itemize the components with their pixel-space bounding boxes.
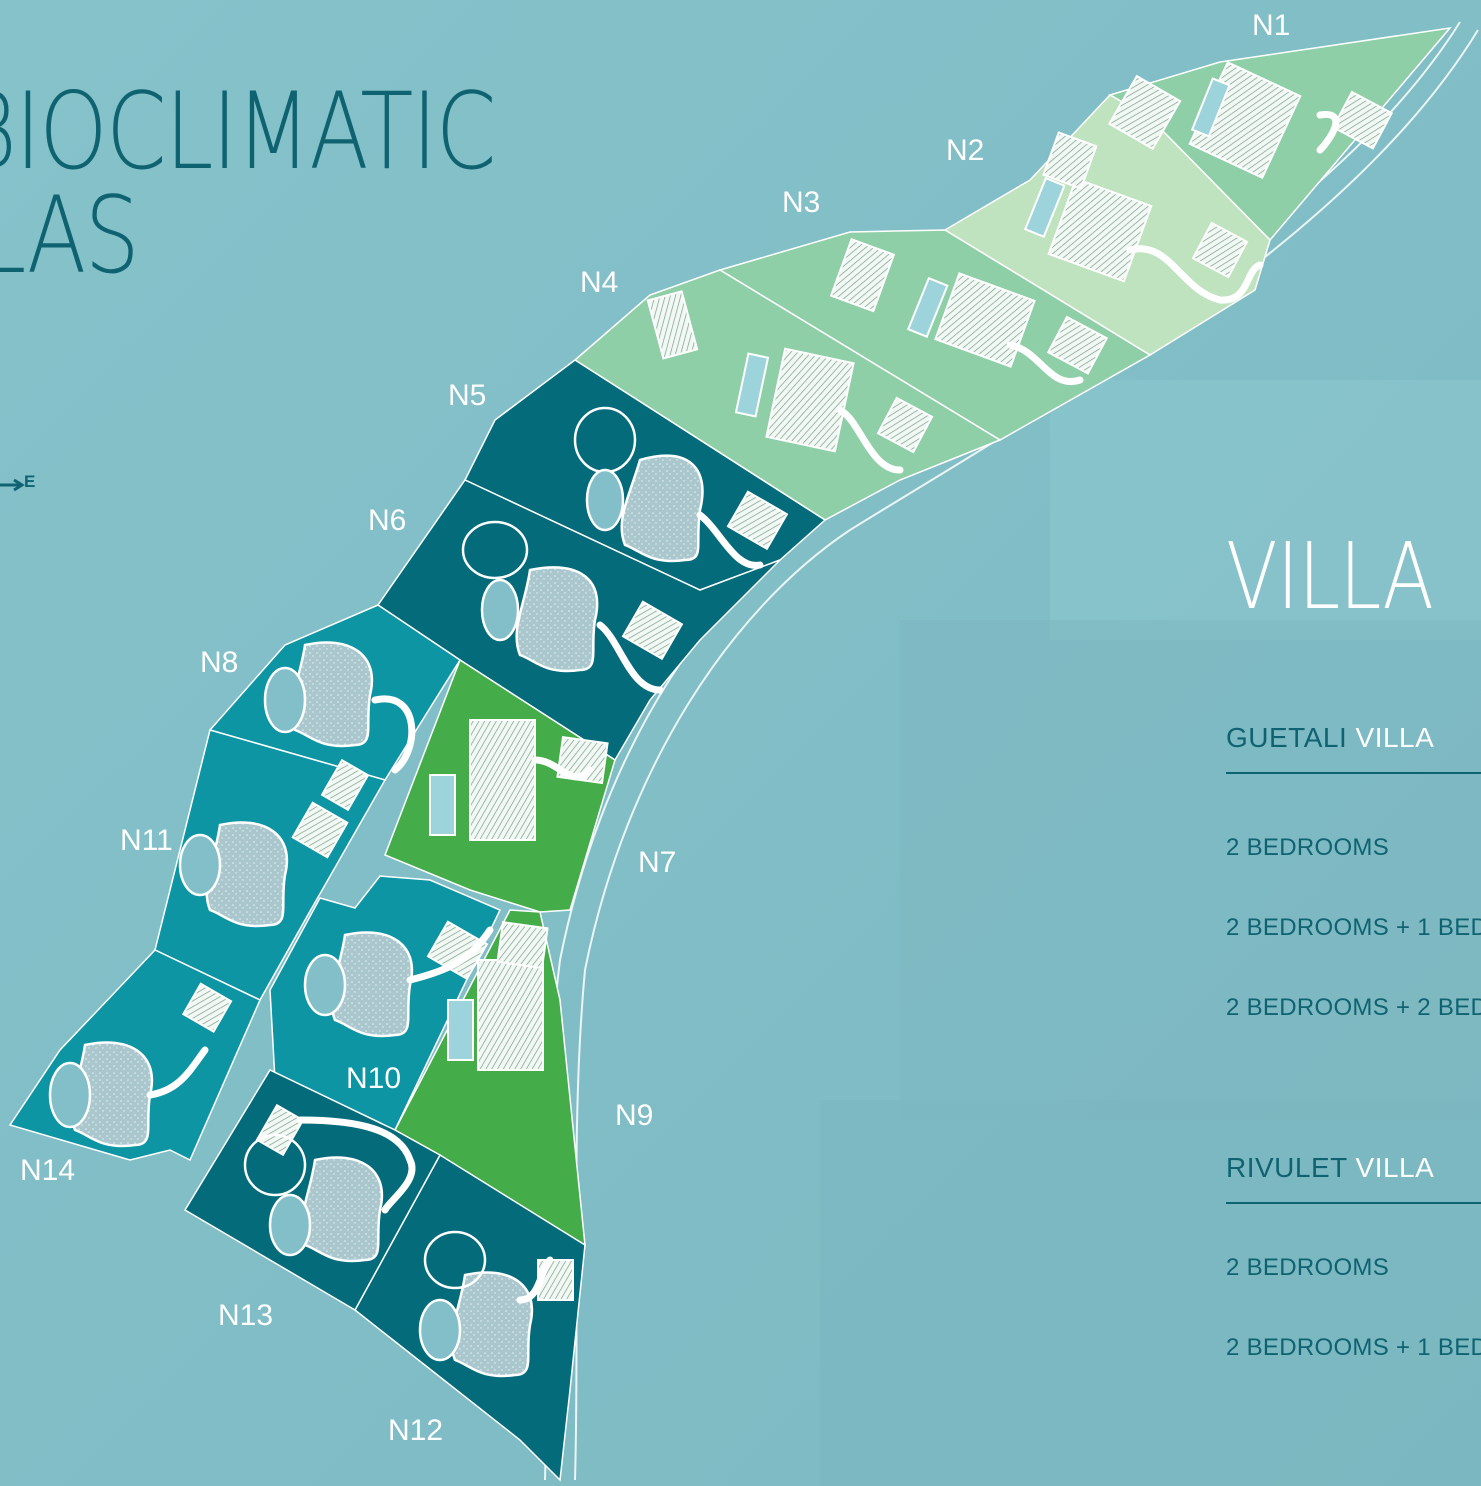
legend-rivulet: RIVULET VILLA 2 BEDROOMS 2 BEDROOMS + 1 … [1226, 1152, 1481, 1361]
legend-guetali-heading: GUETALI VILLA [1226, 722, 1481, 754]
lot-label-n7: N7 [638, 846, 676, 879]
legend-rivulet-name: RIVULET [1226, 1152, 1348, 1183]
page-title: BIOCLIMATIC LAS [0, 70, 496, 297]
legend-rivulet-item-1[interactable]: 2 BEDROOMS [1226, 1254, 1390, 1281]
garden-ponds [48, 406, 637, 1362]
legend-guetali-item-1[interactable]: 2 BEDROOMS [1226, 834, 1390, 861]
villa-heading: VILLA [1226, 523, 1434, 630]
lot-label-n2: N2 [946, 134, 984, 167]
legend-rivulet-suffix: VILLA [1355, 1152, 1435, 1183]
legend-guetali-item-2[interactable]: 2 BEDROOMS + 1 BED [1226, 914, 1481, 941]
legend-guetali-suffix: VILLA [1355, 722, 1435, 753]
compass-indicator: E [0, 470, 50, 500]
lot-label-n6: N6 [368, 504, 406, 537]
legend-rivulet-divider [1226, 1202, 1481, 1204]
pools [429, 77, 1231, 1061]
lot-label-n8: N8 [200, 646, 238, 679]
lot-label-n3: N3 [782, 186, 820, 219]
lot-label-n5: N5 [448, 379, 486, 412]
lot-label-n9: N9 [615, 1099, 653, 1132]
lot-label-n14: N14 [20, 1154, 75, 1187]
legend-rivulet-heading: RIVULET VILLA [1226, 1152, 1481, 1184]
legend-rivulet-item-2[interactable]: 2 BEDROOMS + 1 BED [1226, 1334, 1481, 1361]
legend-guetali-item-3[interactable]: 2 BEDROOMS + 2 BED [1226, 994, 1481, 1021]
lot-label-n12: N12 [388, 1414, 443, 1447]
driveways [146, 111, 1340, 1304]
lot-label-n4: N4 [580, 266, 618, 299]
lot-label-n10: N10 [346, 1062, 401, 1095]
compass-arrow-icon [0, 478, 25, 492]
legend-guetali-name: GUETALI [1226, 722, 1348, 753]
lot-label-n1: N1 [1252, 9, 1290, 42]
legend-guetali: GUETALI VILLA 2 BEDROOMS 2 BEDROOMS + 1 … [1226, 722, 1481, 1021]
compass-letter: E [24, 472, 36, 491]
organic-villas [70, 454, 704, 1378]
lot-label-n11: N11 [120, 824, 173, 857]
title-line-2: LAS [0, 174, 140, 297]
lot-label-n13: N13 [218, 1299, 273, 1332]
title-line-1: BIOCLIMATIC [0, 70, 496, 193]
lot-labels: N1 N2 N3 N4 N5 N6 N7 N8 N9 N10 N11 N12 N… [20, 9, 1290, 1447]
legend-guetali-divider [1226, 772, 1481, 774]
